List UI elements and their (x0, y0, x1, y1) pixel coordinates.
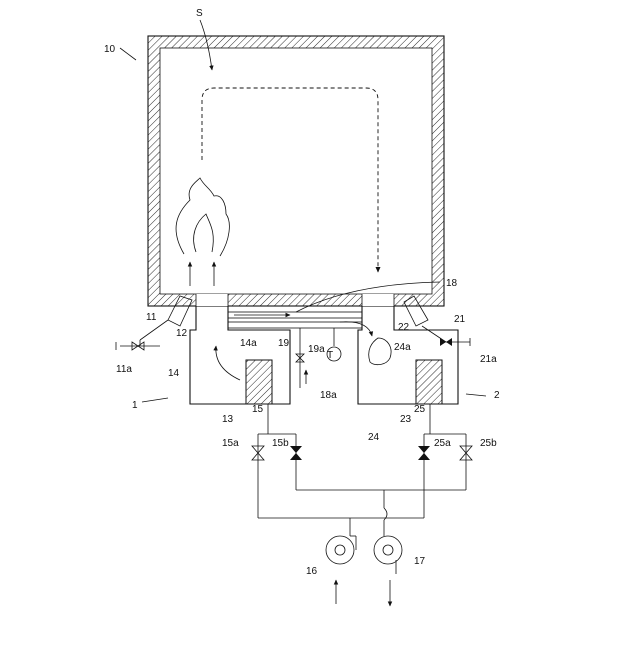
label-14: 14 (168, 368, 180, 379)
label-22: 22 (398, 322, 410, 333)
label-15a: 15a (222, 438, 239, 449)
label-25a: 25a (434, 438, 451, 449)
blower-17 (374, 536, 402, 606)
label-12: 12 (176, 328, 188, 339)
label-unit-2: 2 (494, 390, 500, 401)
label-17: 17 (414, 556, 426, 567)
label-unit-1: 1 (132, 400, 138, 411)
label-11a: 11a (116, 364, 132, 375)
furnace-body (148, 36, 444, 306)
label-gauge-t: T (327, 350, 333, 361)
label-furnace-10: 10 (104, 44, 116, 55)
label-23: 23 (400, 414, 412, 425)
label-24: 24 (368, 432, 380, 443)
label-25b: 25b (480, 438, 497, 449)
right-burner-unit (358, 296, 470, 404)
label-13: 13 (222, 414, 234, 425)
label-18a: 18a (320, 390, 337, 401)
label-19a: 19a (308, 344, 325, 355)
label-21a: 21a (480, 354, 497, 365)
label-11: 11 (146, 312, 157, 323)
label-19: 19 (278, 338, 290, 349)
label-15: 15 (252, 404, 264, 415)
flame-icon (176, 178, 229, 286)
blower-16 (326, 536, 356, 604)
label-15b: 15b (272, 438, 289, 449)
label-14a: 14a (240, 338, 257, 349)
circulation-path (202, 88, 378, 272)
piping-network (252, 404, 472, 536)
label-21: 21 (454, 314, 466, 325)
label-25: 25 (414, 404, 426, 415)
label-16: 16 (306, 566, 318, 577)
label-18: 18 (446, 278, 458, 289)
label-24a: 24a (394, 342, 411, 353)
label-space-s: S (196, 8, 203, 19)
